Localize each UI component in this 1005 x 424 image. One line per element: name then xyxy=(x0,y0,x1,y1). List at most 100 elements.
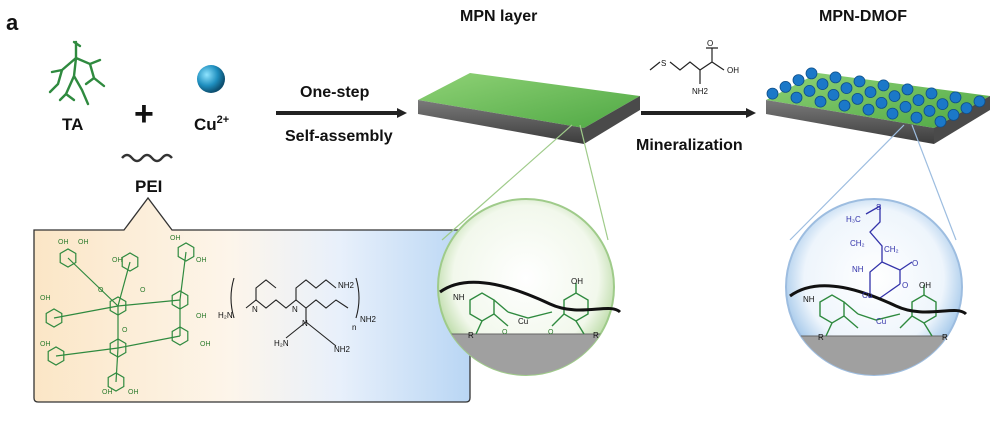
svg-text:OH: OH xyxy=(200,341,211,348)
mof-crystal xyxy=(949,91,962,104)
svg-text:Cu: Cu xyxy=(876,317,886,326)
mof-crystal xyxy=(925,87,938,100)
ta-ring xyxy=(121,252,139,272)
mof-crystal xyxy=(816,78,829,90)
methionine-labels: S O OH NH2 xyxy=(661,39,739,96)
ta-link xyxy=(117,299,181,307)
mof-crystal xyxy=(936,98,949,110)
ta-link xyxy=(115,347,119,383)
mof-crystal xyxy=(875,97,888,109)
mof-crystal xyxy=(779,81,792,93)
svg-text:S: S xyxy=(876,203,881,212)
pei-structure-drawing xyxy=(230,277,360,347)
mpn-bubble-labels: NH OH Cu R R O O xyxy=(453,277,599,340)
svg-text:S: S xyxy=(661,59,666,68)
svg-text:NH2: NH2 xyxy=(334,345,351,354)
mof-crystal xyxy=(792,74,805,86)
mof-crystal xyxy=(827,89,840,101)
svg-text:O: O xyxy=(912,259,918,268)
mof-crystal xyxy=(877,79,890,92)
mpn-layer-title: MPN layer xyxy=(460,8,537,25)
mof-crystal xyxy=(840,82,853,94)
pei-label: PEI xyxy=(135,177,162,196)
cu-label: Cu2+ xyxy=(194,114,229,134)
plus-sign: + xyxy=(134,95,154,133)
mof-crystal xyxy=(814,95,827,108)
svg-text:O: O xyxy=(140,287,146,294)
svg-text:OH: OH xyxy=(170,235,181,242)
ta-ring xyxy=(45,308,63,328)
svg-text:OH: OH xyxy=(919,281,931,290)
svg-text:OH: OH xyxy=(112,257,123,264)
tannic-acid-icon xyxy=(48,40,106,106)
mof-crystal xyxy=(790,91,803,104)
mof-crystal xyxy=(899,101,912,113)
zoom-lines-2 xyxy=(789,124,957,241)
svg-text:O: O xyxy=(122,327,128,334)
svg-text:NH2: NH2 xyxy=(692,87,709,96)
svg-text:N: N xyxy=(252,305,258,314)
panel-letter: a xyxy=(6,10,19,35)
ta-link xyxy=(55,347,119,357)
svg-text:O: O xyxy=(548,329,554,336)
mof-crystal xyxy=(864,86,877,98)
step1-top-label: One-step xyxy=(300,84,370,101)
svg-text:CH₂: CH₂ xyxy=(850,239,865,248)
svg-text:OH: OH xyxy=(196,257,207,264)
mof-crystal xyxy=(912,94,925,106)
svg-text:O: O xyxy=(502,329,508,336)
mof-crystal xyxy=(862,103,875,116)
svg-text:R: R xyxy=(818,333,824,342)
svg-text:OH: OH xyxy=(40,295,51,302)
svg-text:NH2: NH2 xyxy=(360,315,377,324)
ta-link xyxy=(179,251,187,301)
mpn-layer-slab xyxy=(418,73,640,144)
mof-crystal xyxy=(853,75,866,88)
svg-text:OH: OH xyxy=(78,239,89,246)
cu-ion-sphere xyxy=(197,65,225,93)
svg-text:OH: OH xyxy=(196,313,207,320)
mof-crystal xyxy=(901,83,914,96)
structure-callout-box xyxy=(33,196,471,403)
svg-text:OH: OH xyxy=(102,389,113,396)
ta-link xyxy=(53,305,119,319)
ta-ring xyxy=(171,326,189,346)
svg-text:OH: OH xyxy=(727,66,739,75)
svg-text:H₂N: H₂N xyxy=(274,339,289,348)
mof-crystal xyxy=(947,109,960,121)
mof-crystal xyxy=(838,99,851,112)
zoom-lines-1 xyxy=(441,124,609,241)
mof-crystal xyxy=(829,71,842,84)
ta-link xyxy=(67,257,119,307)
svg-text:OH: OH xyxy=(571,277,583,286)
svg-text:O: O xyxy=(902,281,908,290)
mpn-dmof-slab xyxy=(766,67,990,144)
svg-text:Cu: Cu xyxy=(518,317,528,326)
ta-ring xyxy=(47,346,65,366)
svg-text:n: n xyxy=(352,323,356,332)
svg-text:NH: NH xyxy=(852,265,864,274)
svg-text:OH: OH xyxy=(40,341,51,348)
step1-bottom-label: Self-assembly xyxy=(285,128,393,145)
svg-text:O: O xyxy=(98,287,104,294)
ta-structure-labels: OH OH OH OH OH OH OH OH OH OH OH O O O xyxy=(40,235,211,396)
methionine-structure xyxy=(649,47,725,84)
mineralization-label: Mineralization xyxy=(636,137,743,154)
svg-text:NH: NH xyxy=(803,295,815,304)
mof-crystal xyxy=(886,107,899,120)
svg-text:CH₂: CH₂ xyxy=(884,245,899,254)
ta-link xyxy=(117,335,181,349)
mof-crystal xyxy=(805,67,818,80)
mof-crystal xyxy=(973,95,986,108)
mof-crystal xyxy=(934,115,947,128)
ta-structure-drawing xyxy=(45,242,195,392)
svg-text:N: N xyxy=(292,305,298,314)
mof-crystal xyxy=(910,111,923,124)
svg-text:NH: NH xyxy=(453,293,465,302)
svg-text:Cu: Cu xyxy=(862,291,872,300)
mpn-dmof-title: MPN-DMOF xyxy=(819,8,907,25)
svg-text:R: R xyxy=(942,333,948,342)
mof-crystal xyxy=(766,87,779,100)
svg-text:H₃C: H₃C xyxy=(846,215,861,224)
